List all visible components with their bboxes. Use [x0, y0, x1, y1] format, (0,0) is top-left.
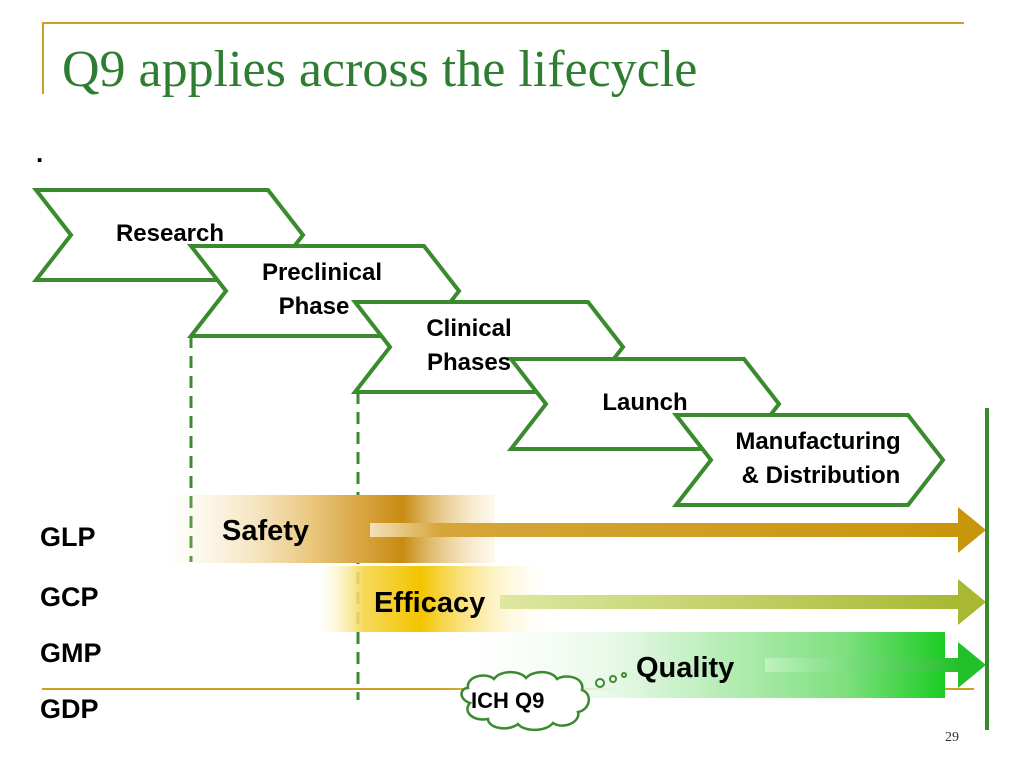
gmp-label: GMP — [40, 638, 102, 668]
phase-clinical-label-2: Phases — [427, 349, 511, 376]
phase-clinical-label-1: Clinical — [426, 315, 511, 342]
bullet-dot: . — [36, 138, 44, 168]
gcp-label: GCP — [40, 582, 99, 612]
phase-manufacturing: Manufacturing & Distribution — [671, 413, 946, 507]
efficacy-arrow-shaft — [500, 595, 960, 609]
quality-arrow-shaft — [765, 658, 960, 672]
phase-preclinical-label-2: Phase — [279, 293, 350, 320]
safety-label: Safety — [222, 515, 309, 547]
slide-frame-top — [42, 22, 964, 24]
slide-title: Q9 applies across the lifecycle — [62, 41, 698, 98]
glp-label: GLP — [40, 522, 96, 552]
phase-manufacturing-label-1: Manufacturing — [735, 428, 900, 455]
efficacy-label: Efficacy — [374, 587, 485, 619]
slide-frame-left — [42, 22, 44, 94]
ich-q9-cloud: ICH Q9 — [460, 670, 627, 732]
gdp-label: GDP — [40, 694, 99, 724]
safety-arrow-head — [958, 507, 986, 553]
phase-preclinical-label-1: Preclinical — [262, 259, 382, 286]
phase-launch-label: Launch — [602, 389, 687, 416]
page-number: 29 — [945, 730, 959, 745]
quality-label: Quality — [636, 652, 734, 684]
efficacy-arrow-head — [958, 579, 986, 625]
phase-manufacturing-label-2: & Distribution — [742, 462, 901, 489]
phase-research-label: Research — [116, 220, 224, 247]
ich-q9-label: ICH Q9 — [471, 688, 544, 713]
safety-arrow-shaft — [370, 523, 960, 537]
quality-arrow-head — [958, 642, 986, 688]
